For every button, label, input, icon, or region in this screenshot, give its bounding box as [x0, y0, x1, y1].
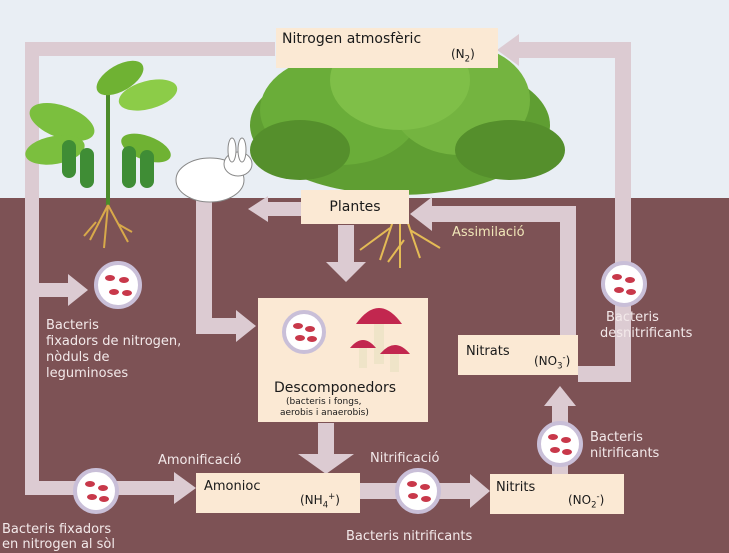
- nitrites-label: Nitrits: [496, 480, 535, 495]
- decomposers-note-1: (bacteris i fongs,: [286, 397, 362, 407]
- nitrifying-bottom-label: Bacteris nitrificants: [346, 528, 472, 545]
- atmosphere-label: Nitrogen atmosfèric: [282, 31, 421, 47]
- mushroom-icon: [350, 308, 410, 372]
- ammonium-node: Amonioc (NH4+): [196, 473, 360, 513]
- nitrites-node: Nitrits (NO2-): [490, 474, 624, 514]
- soil-bacteria-icon: [75, 470, 117, 512]
- nodule-bacteria-icon: [96, 263, 140, 307]
- nitrates-formula: (NO3-): [534, 353, 570, 371]
- top-right-arrow: [518, 42, 631, 58]
- soil-fixers-label: Bacteris fixadors en nitrogen al sòl: [2, 522, 115, 552]
- nitrates-label: Nitrats: [466, 344, 510, 359]
- atmosphere-formula: (N2): [451, 47, 475, 64]
- decomposers-note-2: aerobis i anaerobis): [280, 408, 369, 418]
- assimilation-label: Assimilació: [452, 224, 525, 241]
- plants-node: Plantes: [301, 190, 409, 224]
- ammonium-formula: (NH4+): [300, 492, 340, 510]
- denitrifying-label: Bacteris desnitrificants: [600, 310, 692, 342]
- plants-label: Plantes: [301, 190, 409, 224]
- ammonification-label: Amonificació: [158, 452, 241, 469]
- decomposers-node: Descomponedors (bacteris i fongs, aerobi…: [258, 298, 428, 422]
- decomposer-bacteria-icon: [284, 312, 324, 352]
- nitrates-node: Nitrats (NO3-): [458, 335, 578, 375]
- nitrifying-right-label: Bacteris nitrificants: [590, 430, 659, 462]
- nitrifying-bacteria-right-icon: [539, 423, 581, 465]
- nitrifying-bacteria-bottom-icon: [397, 470, 439, 512]
- atmosphere-node: Nitrogen atmosfèric (N2): [276, 28, 498, 68]
- nodule-fixers-label: Bacteris fixadors de nitrogen, nòduls de…: [46, 318, 181, 382]
- denitrifying-bacteria-icon: [603, 263, 645, 305]
- nitrification-label: Nitrificació: [370, 450, 439, 467]
- decomposers-label: Descomponedors: [274, 380, 396, 396]
- nitrites-formula: (NO2-): [568, 492, 604, 510]
- top-left-arrow: [25, 42, 275, 56]
- ammonium-label: Amonioc: [204, 479, 260, 494]
